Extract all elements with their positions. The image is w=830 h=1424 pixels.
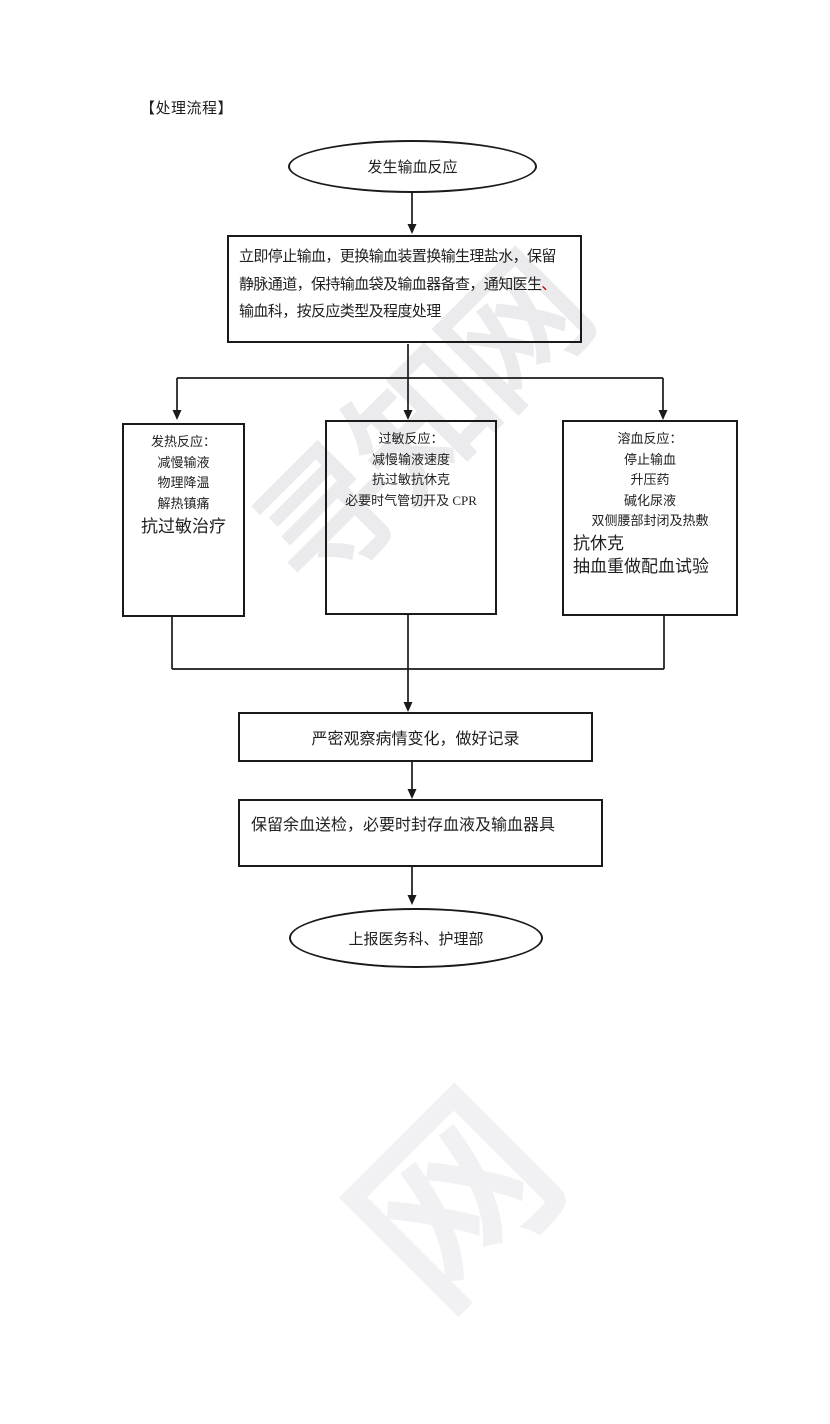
flow-connectors	[171, 193, 668, 905]
branch-item: 减慢输液	[157, 454, 210, 470]
branch-item: 解热镇痛	[157, 495, 210, 511]
page-title: 【处理流程】	[140, 101, 234, 117]
branch-box-fever: 发热反应： 减慢输液 物理降温 解热镇痛 抗过敏治疗	[122, 423, 245, 617]
end-terminator: 上报医务科、护理部	[289, 908, 543, 968]
preserve-step-box: 保留余血送检，必要时封存血液及输血器具	[238, 799, 603, 867]
branch-item: 抗过敏抗休克	[371, 472, 450, 487]
branch-box-hemolysis: 溶血反应： 停止输血 升压药 碱化尿液 双侧腰部封闭及热敷 抗休克 抽血重做配血…	[562, 420, 738, 616]
main-step-text: 立即停止输血，更换输血装置换输生理盐水，保留静脉通道，保持输血袋及输血器备查，通…	[239, 249, 556, 293]
start-terminator: 发生输血反应	[288, 140, 537, 193]
branch-item-emphasis: 抗休克	[573, 533, 624, 553]
observe-step-box: 严密观察病情变化，做好记录	[238, 712, 593, 762]
start-label: 发生输血反应	[367, 160, 458, 176]
branch-item: 减慢输液速度	[371, 451, 450, 467]
arrowheads	[172, 224, 668, 905]
observe-step-text: 严密观察病情变化，做好记录	[311, 731, 520, 748]
branch-title: 溶血反应：	[617, 431, 683, 446]
branch-item: 双侧腰部封闭及热敷	[591, 513, 709, 528]
branch-item: 升压药	[630, 472, 670, 487]
branch-item-emphasis: 抽血重做配血试验	[573, 556, 709, 576]
main-step-text-after: 输血科，按反应类型及程度处理	[239, 304, 441, 320]
branch-box-allergy: 过敏反应： 减慢输液速度 抗过敏抗休克 必要时气管切开及 CPR	[325, 420, 497, 615]
branch-item-emphasis: 抗过敏治疗	[141, 517, 226, 536]
branch-item: 停止输血	[623, 451, 676, 467]
branch-item: 物理降温	[157, 475, 210, 490]
branch-item: 碱化尿液	[623, 492, 676, 508]
branch-title: 发热反应：	[150, 434, 216, 449]
branch-title: 过敏反应：	[378, 431, 444, 446]
preserve-step-text: 保留余血送检，必要时封存血液及输血器具	[251, 817, 556, 834]
end-label: 上报医务科、护理部	[348, 931, 484, 948]
main-step-red-mark: 、	[541, 276, 556, 293]
main-step-box: 立即停止输血，更换输血装置换输生理盐水，保留静脉通道，保持输血袋及输血器备查，通…	[227, 235, 582, 343]
branch-item: 必要时气管切开及 CPR	[345, 492, 477, 508]
